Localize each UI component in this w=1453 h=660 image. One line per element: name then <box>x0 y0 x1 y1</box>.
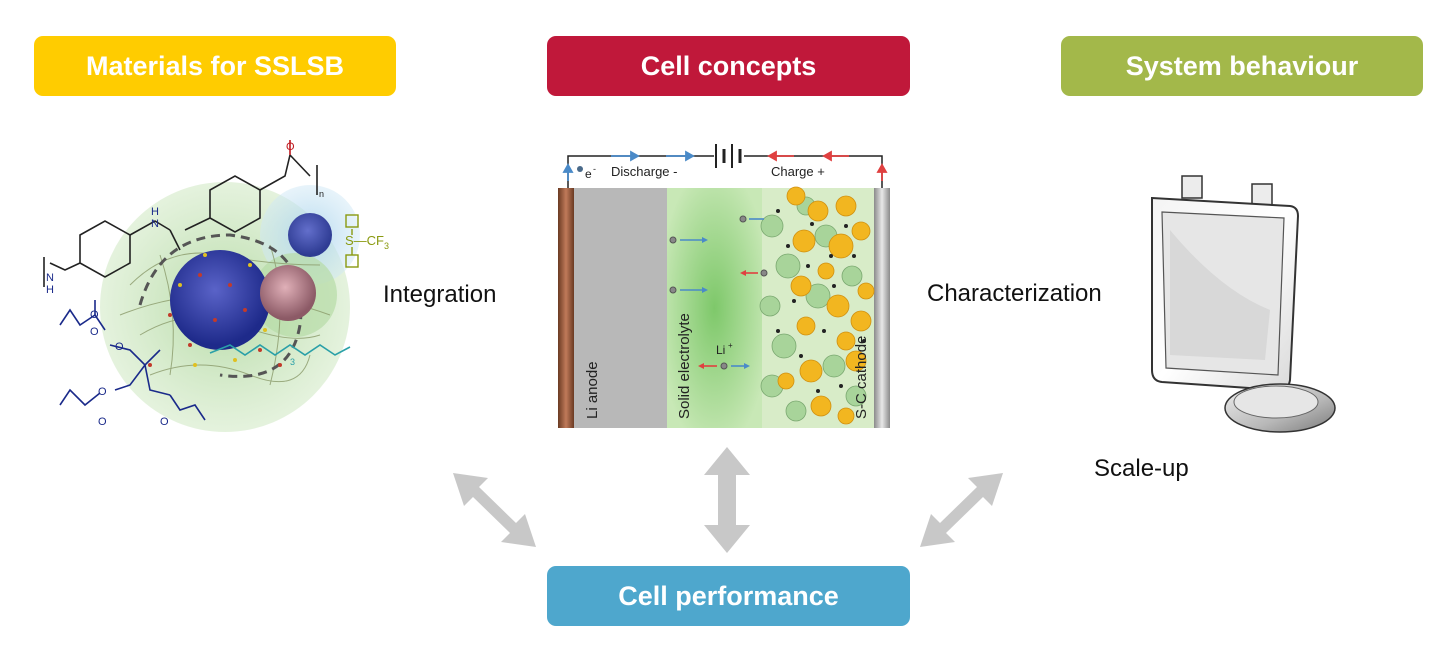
oxygen-label: O <box>98 416 107 428</box>
subscript-n: n <box>319 189 324 199</box>
electron-label: e <box>585 167 592 181</box>
discharge-arrows <box>562 150 695 181</box>
integration-label: Integration <box>383 281 497 308</box>
charge-label: Charge + <box>771 164 825 179</box>
cell-concept-illustration: e - Discharge - Charge + <box>558 144 890 428</box>
double-arrow-center <box>704 447 750 553</box>
oxygen-label: O <box>115 341 124 353</box>
blue-sphere <box>170 250 270 350</box>
acrylate-crosslinker <box>59 300 206 421</box>
solid-electrolyte-label: Solid electrolyte <box>676 313 693 419</box>
coin-cell-top <box>1233 385 1319 419</box>
cathode-black-dots <box>776 209 866 393</box>
s-c-cathode-label: S-C cathode <box>853 336 870 419</box>
pouch-and-coin-cell-illustration <box>1151 175 1336 433</box>
cell-concepts-header: Cell concepts <box>547 36 910 96</box>
li-ion-markers <box>669 215 768 370</box>
copper-current-collector <box>558 188 574 428</box>
li-anode-label: Li anode <box>584 361 601 419</box>
sulfur-particles <box>777 186 875 425</box>
aramid-chain <box>43 154 318 287</box>
nh-n-left: N <box>46 272 54 284</box>
characterization-label: Characterization <box>927 280 1102 307</box>
tfsi-group: S—CF <box>345 233 384 248</box>
pink-sphere <box>260 265 316 321</box>
li-ion-superscript: + <box>728 341 733 350</box>
oxygen-top: O <box>286 141 295 153</box>
electron-superscript: - <box>593 164 596 174</box>
pouch-reflection <box>1170 230 1270 360</box>
peg-chain <box>209 344 351 356</box>
double-arrow-left <box>453 473 536 547</box>
oxygen-label: O <box>160 416 169 428</box>
double-arrow-right <box>920 473 1003 547</box>
oxygen-label: O <box>90 326 99 338</box>
nh-h-left: H <box>46 284 54 296</box>
peg-subscript: 3 <box>290 357 295 367</box>
atom-dots <box>148 273 282 367</box>
scale-up-label: Scale-up <box>1094 455 1189 482</box>
system-behaviour-header: System behaviour <box>1061 36 1423 96</box>
atom-dots-yellow <box>178 253 267 367</box>
battery-symbol <box>715 144 742 168</box>
charge-arrows <box>767 150 888 181</box>
cf3-subscript: 3 <box>384 241 389 251</box>
nh-n-top: N <box>151 218 159 230</box>
blue-sphere-small <box>288 213 332 257</box>
li-ion-label: Li <box>716 343 725 357</box>
oxygen-label: O <box>98 386 107 398</box>
electron-dot <box>577 166 583 172</box>
li-anode-layer <box>574 188 667 428</box>
nh-h-top: H <box>151 206 159 218</box>
cell-performance-header: Cell performance <box>547 566 910 626</box>
oxygen-label: O <box>90 309 99 321</box>
discharge-label: Discharge - <box>611 164 677 179</box>
pouch-tabs <box>1181 175 1273 207</box>
materials-header: Materials for SSLSB <box>34 36 396 96</box>
solid-electrolyte-layer <box>667 188 762 428</box>
sulfonyl-bonds <box>345 214 359 268</box>
aluminum-current-collector <box>874 188 890 428</box>
polymer-molecule-illustration: O n H N N H S—CF 3 O O O O O O 3 <box>43 140 389 432</box>
